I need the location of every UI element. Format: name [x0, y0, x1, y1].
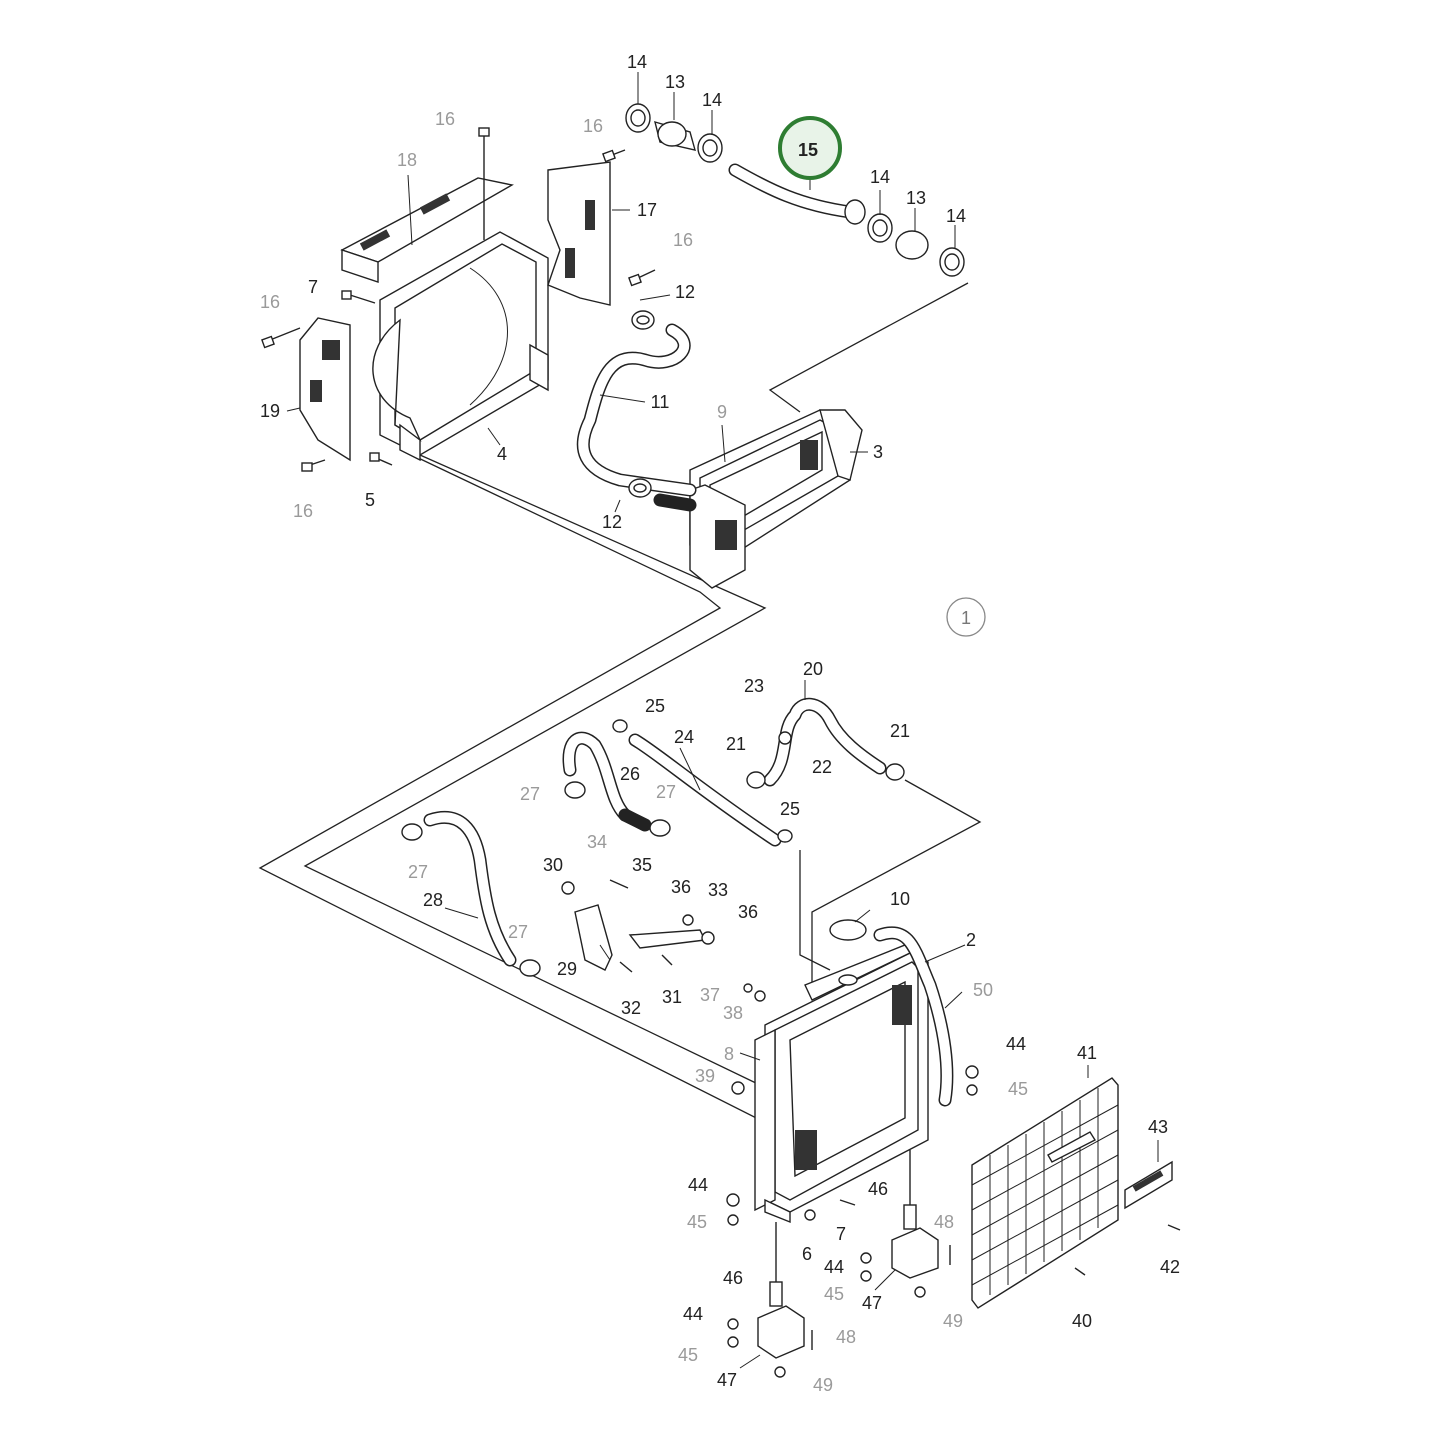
- charge-air-cooler: [689, 409, 863, 589]
- callout-label[interactable]: 7: [308, 277, 318, 297]
- callout-label[interactable]: 44: [1006, 1034, 1026, 1054]
- grille-screen: [971, 1077, 1119, 1309]
- callout-label[interactable]: 6: [802, 1244, 812, 1264]
- callout-label[interactable]: 35: [632, 855, 652, 875]
- callout-label[interactable]: 49: [943, 1311, 963, 1331]
- overflow-hose: [873, 926, 954, 1107]
- callout-label[interactable]: 7: [836, 1224, 846, 1244]
- intake-couplings: [625, 103, 965, 277]
- side-baffle-left: [299, 317, 351, 462]
- callout-label[interactable]: 22: [812, 757, 832, 777]
- hose-clamps-lower: [401, 719, 905, 977]
- callout-label[interactable]: 14: [702, 90, 722, 110]
- callout-label[interactable]: 13: [906, 188, 926, 208]
- callout-label[interactable]: 19: [260, 401, 280, 421]
- callout-label[interactable]: 50: [973, 980, 993, 1000]
- callout-label[interactable]: 48: [934, 1212, 954, 1232]
- callout-label[interactable]: 27: [508, 922, 528, 942]
- callout-label[interactable]: 47: [717, 1370, 737, 1390]
- callout-label[interactable]: 31: [662, 987, 682, 1007]
- callout-label[interactable]: 43: [1148, 1117, 1168, 1137]
- callout-label[interactable]: 16: [260, 292, 280, 312]
- hose-11: [576, 323, 697, 512]
- callout-label[interactable]: 45: [1008, 1079, 1028, 1099]
- bolts-upper: [261, 127, 656, 472]
- callout-label[interactable]: 20: [803, 659, 823, 679]
- mounting-bracket: [561, 879, 766, 1095]
- callout-label[interactable]: 34: [587, 832, 607, 852]
- callout-label[interactable]: 21: [726, 734, 746, 754]
- callout-label[interactable]: 27: [656, 782, 676, 802]
- callout-label[interactable]: 25: [645, 696, 665, 716]
- callout-label[interactable]: 38: [723, 1003, 743, 1023]
- callout-label[interactable]: 14: [627, 52, 647, 72]
- callout-label[interactable]: 37: [700, 985, 720, 1005]
- callout-label[interactable]: 18: [397, 150, 417, 170]
- callout-label[interactable]: 9: [717, 402, 727, 422]
- callout-label[interactable]: 16: [583, 116, 603, 136]
- callout-label[interactable]: 45: [824, 1284, 844, 1304]
- callout-label[interactable]: 29: [557, 959, 577, 979]
- callout-label[interactable]: 13: [665, 72, 685, 92]
- coolant-hoses: [423, 697, 887, 967]
- callout-label[interactable]: 3: [873, 442, 883, 462]
- callout-label[interactable]: 12: [675, 282, 695, 302]
- callout-label[interactable]: 21: [890, 721, 910, 741]
- callout-label[interactable]: 45: [687, 1212, 707, 1232]
- fan-shroud: [372, 231, 549, 462]
- callout-label[interactable]: 46: [723, 1268, 743, 1288]
- callout-label[interactable]: 36: [738, 902, 758, 922]
- callout-label[interactable]: 33: [708, 880, 728, 900]
- callout-label[interactable]: 28: [423, 890, 443, 910]
- callout-label[interactable]: 16: [293, 501, 313, 521]
- assembly-badge: 1: [946, 597, 986, 637]
- callout-label[interactable]: 46: [868, 1179, 888, 1199]
- callout-label[interactable]: 16: [435, 109, 455, 129]
- callout-label[interactable]: 14: [870, 167, 890, 187]
- callout-label[interactable]: 12: [602, 512, 622, 532]
- callout-label[interactable]: 8: [724, 1044, 734, 1064]
- top-cover-plate: [340, 177, 514, 283]
- callout-label[interactable]: 17: [637, 200, 657, 220]
- callout-label[interactable]: 5: [365, 490, 375, 510]
- callout-label[interactable]: 36: [671, 877, 691, 897]
- assembly-badge-label: 1: [961, 608, 971, 628]
- callout-label[interactable]: 44: [683, 1304, 703, 1324]
- clamps-12: [628, 310, 655, 498]
- callout-label[interactable]: 2: [966, 930, 976, 950]
- callout-label[interactable]: 41: [1077, 1043, 1097, 1063]
- callout-label[interactable]: 27: [520, 784, 540, 804]
- callout-label[interactable]: 44: [688, 1175, 708, 1195]
- nameplate: [1124, 1160, 1173, 1210]
- callout-labels: 14 13 14 15 14 13 14 16 16 18 17 16 7 16…: [260, 52, 1180, 1395]
- side-baffle-right: [547, 161, 611, 306]
- callout-label[interactable]: 48: [836, 1327, 856, 1347]
- callout-label[interactable]: 42: [1160, 1257, 1180, 1277]
- callout-label[interactable]: 32: [621, 998, 641, 1018]
- callout-label[interactable]: 26: [620, 764, 640, 784]
- filler-cap: [829, 919, 867, 986]
- callout-label[interactable]: 16: [673, 230, 693, 250]
- callout-label[interactable]: 11: [651, 392, 670, 412]
- callout-label[interactable]: 47: [862, 1293, 882, 1313]
- callout-label[interactable]: 14: [946, 206, 966, 226]
- callout-label[interactable]: 24: [674, 727, 694, 747]
- callout-label[interactable]: 30: [543, 855, 563, 875]
- callout-label[interactable]: 45: [678, 1345, 698, 1365]
- callout-label[interactable]: 15: [798, 140, 818, 160]
- callout-label[interactable]: 40: [1072, 1311, 1092, 1331]
- callout-label[interactable]: 25: [780, 799, 800, 819]
- callout-label[interactable]: 10: [890, 889, 910, 909]
- callout-label[interactable]: 4: [497, 444, 507, 464]
- radiator: [754, 944, 929, 1224]
- rubber-mounts: [726, 1065, 1181, 1378]
- callout-label[interactable]: 23: [744, 676, 764, 696]
- callout-label[interactable]: 44: [824, 1257, 844, 1277]
- callout-label[interactable]: 39: [695, 1066, 715, 1086]
- highlight-ring: [778, 116, 842, 180]
- callout-label[interactable]: 27: [408, 862, 428, 882]
- callout-label[interactable]: 49: [813, 1375, 833, 1395]
